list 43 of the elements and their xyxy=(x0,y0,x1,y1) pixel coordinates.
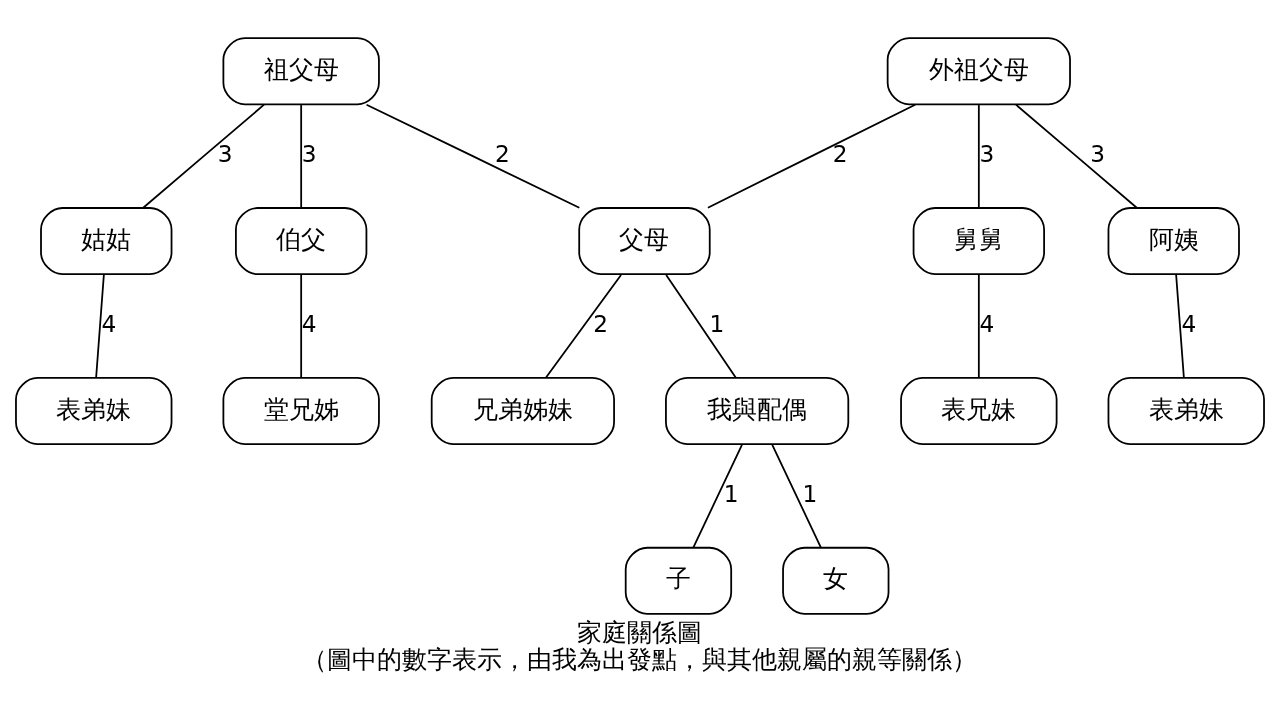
node-box: 祖父母 xyxy=(222,37,380,106)
edge-label: 4 xyxy=(101,310,117,338)
edge-label: 2 xyxy=(494,140,510,168)
node-box: 舅舅 xyxy=(912,207,1045,276)
edge-label: 2 xyxy=(832,140,848,168)
connector xyxy=(95,274,105,379)
connector xyxy=(977,274,980,379)
node-box: 父母 xyxy=(578,207,711,276)
connector xyxy=(544,274,622,379)
connector xyxy=(707,103,917,209)
edge-label: 4 xyxy=(301,310,317,338)
connector xyxy=(771,443,822,549)
node-box: 表弟妹 xyxy=(1107,377,1265,445)
edge-label: 1 xyxy=(723,479,739,507)
connector xyxy=(692,443,743,549)
node-box: 外祖父母 xyxy=(886,37,1071,106)
connector xyxy=(1015,103,1138,209)
connector xyxy=(365,103,581,209)
edge-label: 2 xyxy=(593,310,609,338)
node-box: 子 xyxy=(624,546,733,615)
connector xyxy=(142,103,265,209)
node-box: 表弟妹 xyxy=(15,377,173,445)
connector xyxy=(300,274,303,379)
edge-label: 3 xyxy=(979,140,995,168)
connector xyxy=(665,274,737,379)
edge-label: 1 xyxy=(709,310,725,338)
connector xyxy=(977,104,980,209)
edge-label: 1 xyxy=(802,479,818,507)
node-box: 姑姑 xyxy=(40,207,173,276)
connector xyxy=(1175,274,1185,379)
node-box: 堂兄姊 xyxy=(222,377,380,445)
edge-label: 3 xyxy=(217,140,233,168)
node-box: 女 xyxy=(782,546,890,615)
node-box: 我與配偶 xyxy=(665,377,850,445)
edge-label: 3 xyxy=(301,140,317,168)
node-box: 兄弟姊妹 xyxy=(430,377,615,445)
edge-label: 4 xyxy=(979,310,995,338)
edge-label: 4 xyxy=(1181,310,1197,338)
edge-label: 3 xyxy=(1090,140,1106,168)
connector xyxy=(300,104,303,209)
node-box: 阿姨 xyxy=(1107,207,1240,276)
node-box: 伯父 xyxy=(235,207,368,276)
node-box: 表兄妹 xyxy=(900,377,1058,445)
